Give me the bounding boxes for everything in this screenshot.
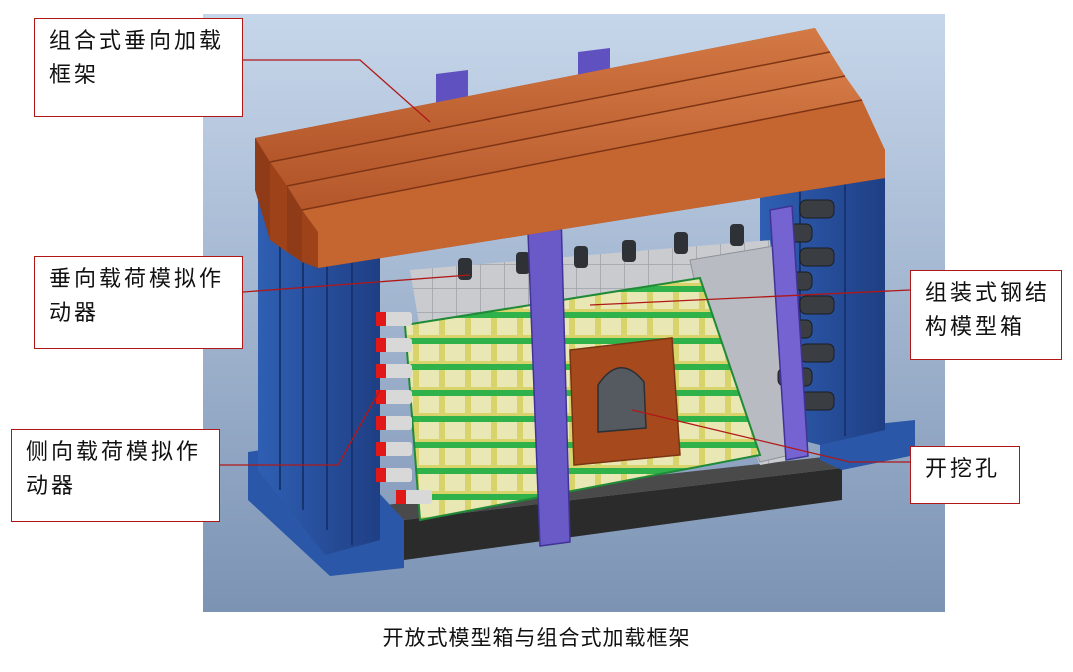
figure-caption: 开放式模型箱与组合式加载框架 [382, 626, 691, 650]
vertical-loading-beams [255, 28, 885, 268]
label-lateral-actuator: 侧向载荷模拟作 动器 [11, 429, 220, 522]
lateral-actuators [376, 312, 432, 504]
label-vertical-loading-frame: 组合式垂向加载 框架 [34, 18, 243, 117]
label-vertical-actuator: 垂向载荷模拟作 动器 [34, 256, 243, 349]
excavation-opening [597, 367, 647, 433]
base-plate [404, 468, 842, 560]
leader-lateral-actuator [220, 389, 381, 466]
leader-excavation [631, 409, 910, 463]
label-excavation-hole: 开挖孔 [910, 446, 1020, 504]
leader-lines [220, 59, 911, 466]
left-frame-columns [258, 188, 380, 555]
leader-vertical-actuator [242, 274, 471, 293]
leader-vertical-frame [243, 59, 431, 123]
leader-steel-box [589, 289, 911, 306]
label-steel-model-box: 组装式钢结 构模型箱 [910, 270, 1062, 360]
